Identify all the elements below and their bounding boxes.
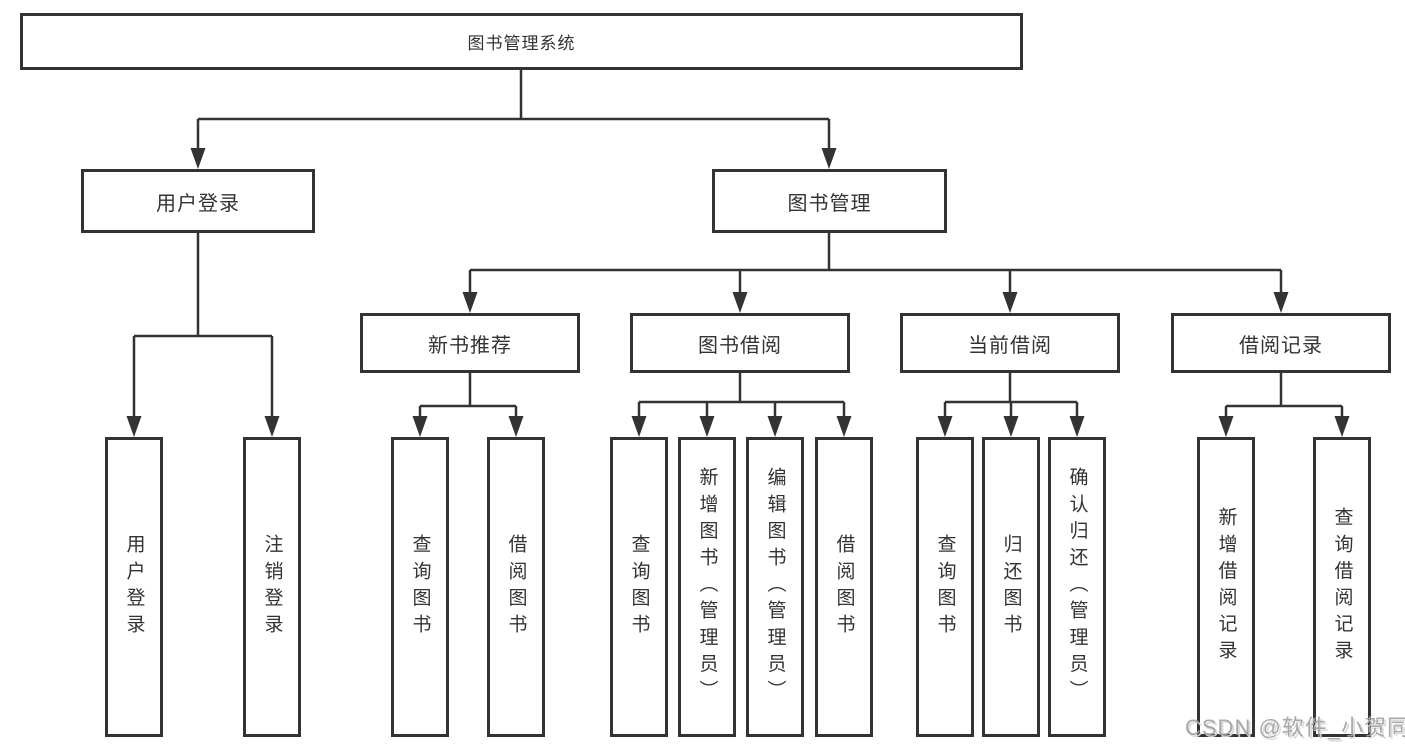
node-book-management-label: 图书管理 bbox=[787, 192, 872, 215]
leaf-confirm-return-admin: 确认归还（管理员） bbox=[1048, 437, 1106, 737]
leaf-newbook-borrow-books-label: 借阅图书 bbox=[505, 533, 527, 641]
node-root-system: 图书管理系统 bbox=[20, 13, 1023, 70]
leaf-query-borrow-record: 查询借阅记录 bbox=[1313, 437, 1371, 737]
leaf-current-query-books: 查询图书 bbox=[916, 437, 974, 737]
node-current-borrow: 当前借阅 bbox=[900, 313, 1120, 373]
leaf-add-book-admin: 新增图书（管理员） bbox=[678, 437, 736, 737]
leaf-edit-book-admin-label: 编辑图书（管理员） bbox=[764, 467, 786, 707]
node-user-login: 用户登录 bbox=[81, 169, 315, 233]
leaf-user-login-label: 用户登录 bbox=[123, 533, 145, 641]
connector-user-login-to-leaves bbox=[126, 233, 280, 437]
watermark: CSDN @软件_小贺同学 bbox=[1185, 715, 1405, 740]
node-book-management: 图书管理 bbox=[712, 169, 947, 233]
node-user-login-label: 用户登录 bbox=[156, 192, 240, 215]
connector-root-to-level2 bbox=[190, 70, 837, 169]
leaf-logout: 注销登录 bbox=[243, 437, 301, 737]
leaf-return-books-label: 归还图书 bbox=[1000, 533, 1022, 641]
node-current-borrow-label: 当前借阅 bbox=[968, 334, 1052, 357]
node-root-system-label: 图书管理系统 bbox=[467, 34, 576, 53]
leaf-newbook-query-books-label: 查询图书 bbox=[409, 533, 431, 641]
leaf-borrow-books-label: 借阅图书 bbox=[833, 533, 855, 641]
node-book-borrow-label: 图书借阅 bbox=[698, 334, 782, 357]
leaf-user-login: 用户登录 bbox=[105, 437, 163, 737]
leaf-query-borrow-record-label: 查询借阅记录 bbox=[1331, 507, 1353, 667]
node-new-book-recommend-label: 新书推荐 bbox=[428, 334, 512, 357]
connector-book-borrow-to-leaves bbox=[631, 373, 852, 437]
connector-current-borrow-to-leaves bbox=[937, 373, 1085, 437]
leaf-newbook-query-books: 查询图书 bbox=[391, 437, 449, 737]
leaf-current-query-books-label: 查询图书 bbox=[934, 533, 956, 641]
leaf-add-book-admin-label: 新增图书（管理员） bbox=[696, 467, 718, 707]
node-borrow-record: 借阅记录 bbox=[1171, 313, 1391, 373]
node-new-book-recommend: 新书推荐 bbox=[360, 313, 580, 373]
leaf-confirm-return-admin-label: 确认归还（管理员） bbox=[1066, 467, 1088, 707]
node-borrow-record-label: 借阅记录 bbox=[1239, 334, 1323, 357]
leaf-add-borrow-record: 新增借阅记录 bbox=[1197, 437, 1255, 737]
leaf-add-borrow-record-label: 新增借阅记录 bbox=[1215, 507, 1237, 667]
connector-book-mgmt-to-level3 bbox=[462, 233, 1289, 313]
leaf-newbook-borrow-books: 借阅图书 bbox=[487, 437, 545, 737]
leaf-logout-label: 注销登录 bbox=[261, 533, 283, 641]
leaf-return-books: 归还图书 bbox=[982, 437, 1040, 737]
node-book-borrow: 图书借阅 bbox=[630, 313, 850, 373]
leaf-edit-book-admin: 编辑图书（管理员） bbox=[746, 437, 804, 737]
leaf-borrow-query-books: 查询图书 bbox=[610, 437, 668, 737]
connector-borrow-record-to-leaves bbox=[1218, 373, 1350, 437]
connector-new-book-to-leaves bbox=[412, 373, 524, 437]
leaf-borrow-query-books-label: 查询图书 bbox=[628, 533, 650, 641]
leaf-borrow-books: 借阅图书 bbox=[815, 437, 873, 737]
